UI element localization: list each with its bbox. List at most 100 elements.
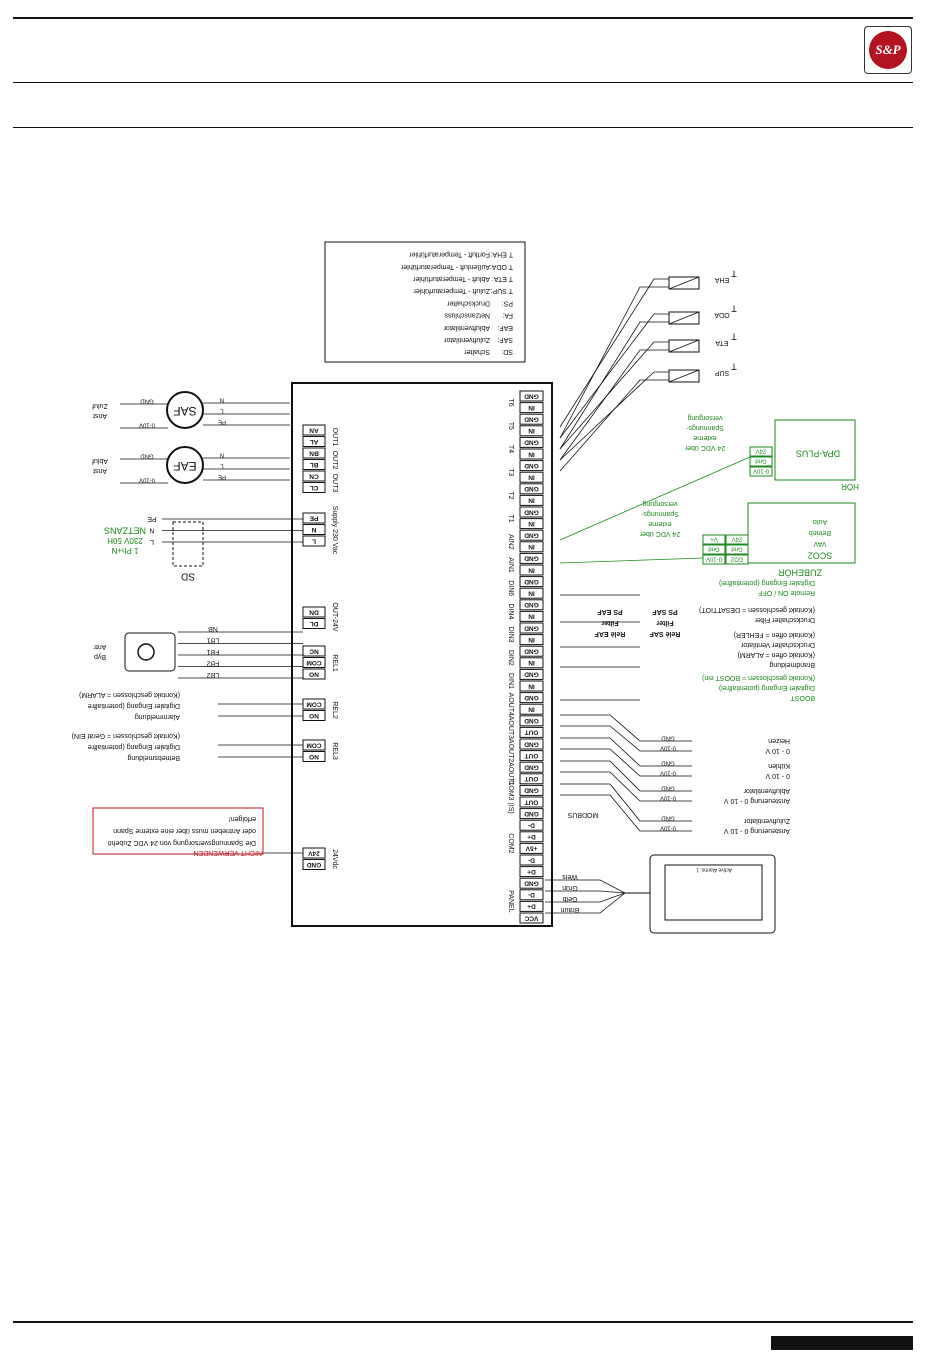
sco2-pin-label: CO2 xyxy=(730,555,743,561)
dc24-terminal-pin xyxy=(302,859,326,870)
sensor-wire xyxy=(559,341,669,450)
sco2-pin xyxy=(702,544,726,555)
din-switch-label: Relè SAF xyxy=(649,630,680,637)
supply-note: Spannungs- xyxy=(640,510,678,517)
din-text: (Kontakt geschlossen = BOOST ein) xyxy=(702,674,815,681)
terminal-pin xyxy=(519,494,544,506)
fan-ctrl-label: 0-10V xyxy=(139,421,155,427)
fan-saf xyxy=(166,391,204,429)
sensor-slash xyxy=(668,276,700,290)
legend-text: Zuluft - Temperaturfühler xyxy=(413,287,490,294)
terminal-pin xyxy=(519,680,544,692)
out-terminal-pin-label: BL xyxy=(310,461,319,468)
din-switch-label: PS EAF xyxy=(597,608,623,615)
terminal-pin xyxy=(519,773,544,785)
sensor-sup xyxy=(668,369,700,383)
sensor-wire xyxy=(559,321,669,450)
terminal-group-label: AIN1 xyxy=(507,557,514,573)
terminal-pin-label: GND xyxy=(524,485,539,492)
legend-code: SAF: xyxy=(497,336,513,343)
terminal-group-label: DIN6 xyxy=(507,580,514,596)
ao-wire xyxy=(560,783,692,822)
out-terminal-pin-label: AL xyxy=(310,438,319,445)
footer-rule xyxy=(13,1321,913,1323)
sensor-wire xyxy=(559,278,669,428)
terminal-pin xyxy=(519,738,544,750)
fan-wire-label: L xyxy=(220,462,224,468)
ao-wire xyxy=(560,714,692,742)
rel2-text: Digitaler Eingang (potentialfre xyxy=(88,702,180,709)
supply-note: Spannungs- xyxy=(685,424,723,431)
sensor-slash xyxy=(668,339,700,353)
ao-wire-label: 0-10V xyxy=(660,794,676,800)
terminal-group-label: AOUT4 xyxy=(507,693,514,716)
sensor-wire xyxy=(559,371,669,461)
out-label: OUT2 xyxy=(331,451,338,470)
bypass-label: Byp xyxy=(94,653,106,660)
terminal-pin-label: IN xyxy=(528,450,535,457)
out-terminal-pin-label: CL xyxy=(310,484,319,491)
mains-wire-label: PE xyxy=(147,515,157,522)
out24-label: OUT-24V xyxy=(331,602,338,632)
ao-wire xyxy=(560,760,692,792)
bypass-motor xyxy=(137,643,155,661)
terminal-pin-label: GND xyxy=(524,879,539,886)
din-text: (Kontakt geschlossen = DESATTIOT) xyxy=(699,606,815,613)
sensor-code: ODA xyxy=(714,311,730,318)
out24-terminal-pin-label: DN xyxy=(309,608,319,615)
out-terminal-pin-label: BN xyxy=(309,449,319,456)
terminal-pin-label: IN xyxy=(528,566,535,573)
terminal-pin xyxy=(519,726,544,738)
terminal-pin-label: D- xyxy=(528,891,535,898)
dc24-label: 24Vdc xyxy=(331,849,338,869)
din-text: Remote ON / OFF xyxy=(758,589,815,596)
ao-range: Ansteuerung 0 - 10 V xyxy=(724,797,790,804)
terminal-pin xyxy=(519,889,544,901)
terminal-pin xyxy=(519,460,544,472)
terminal-pin xyxy=(519,657,544,669)
terminal-pin-label: IN xyxy=(528,613,535,620)
rel3-terminal-pin xyxy=(302,739,326,751)
bypass-actuator xyxy=(124,632,176,672)
supply-terminal-pin xyxy=(302,524,326,535)
terminal-pin xyxy=(519,471,544,483)
sco2-pin xyxy=(725,544,749,555)
out-terminal-pin xyxy=(302,482,326,493)
terminal-pin-label: OUT xyxy=(525,752,539,759)
sco2-pin-label: V+ xyxy=(710,535,718,541)
terminal-pin-label: IN xyxy=(528,473,535,480)
din-switch-label: Relè EAF xyxy=(594,630,625,637)
din-text: (Kontakt offen = ALARM) xyxy=(738,651,816,658)
dpa-plus-label: DPA-PLUS xyxy=(796,449,840,459)
terminal-pin xyxy=(519,842,544,854)
ao-wire-label: GND xyxy=(661,734,675,740)
out-terminal-pin-label: CN xyxy=(309,472,319,479)
terminal-group-label: COM3 (IS) xyxy=(507,780,514,813)
rel2-terminal-pin-label: COM xyxy=(306,700,321,707)
terminal-pin xyxy=(519,819,544,831)
dc24-terminal-pin-label: 24V xyxy=(308,849,320,856)
fan-label: SAF xyxy=(173,404,196,418)
out-terminal-pin xyxy=(302,470,326,482)
terminal-pin xyxy=(519,506,544,518)
terminal-group-label: DIN3 xyxy=(507,627,514,643)
supply-terminal-pin-label: L xyxy=(312,537,316,544)
terminal-pin-label: OUT xyxy=(525,798,539,805)
din-text: Druckschalter Ventilator xyxy=(740,641,815,648)
out-terminal-pin xyxy=(302,447,326,459)
legend-box xyxy=(324,241,526,363)
rel2-label: REL2 xyxy=(331,701,338,719)
sensor-prefix: T xyxy=(731,269,737,279)
out24-terminal-pin-label: DL xyxy=(310,620,319,627)
fan-wire-label: N xyxy=(220,396,224,402)
terminal-pin xyxy=(519,784,544,796)
supply-note: externe xyxy=(648,520,671,527)
terminal-pin xyxy=(519,854,544,866)
fan-ctrl-label: GND xyxy=(140,397,154,403)
out-label: OUT3 xyxy=(331,474,338,493)
rel2-text: Alarmmeldung xyxy=(135,713,180,720)
fan-label: EAF xyxy=(173,459,196,473)
terminal-pin xyxy=(519,518,544,530)
terminal-group-label: COM2 xyxy=(507,833,514,853)
ao-wire-label: GND xyxy=(661,759,675,765)
